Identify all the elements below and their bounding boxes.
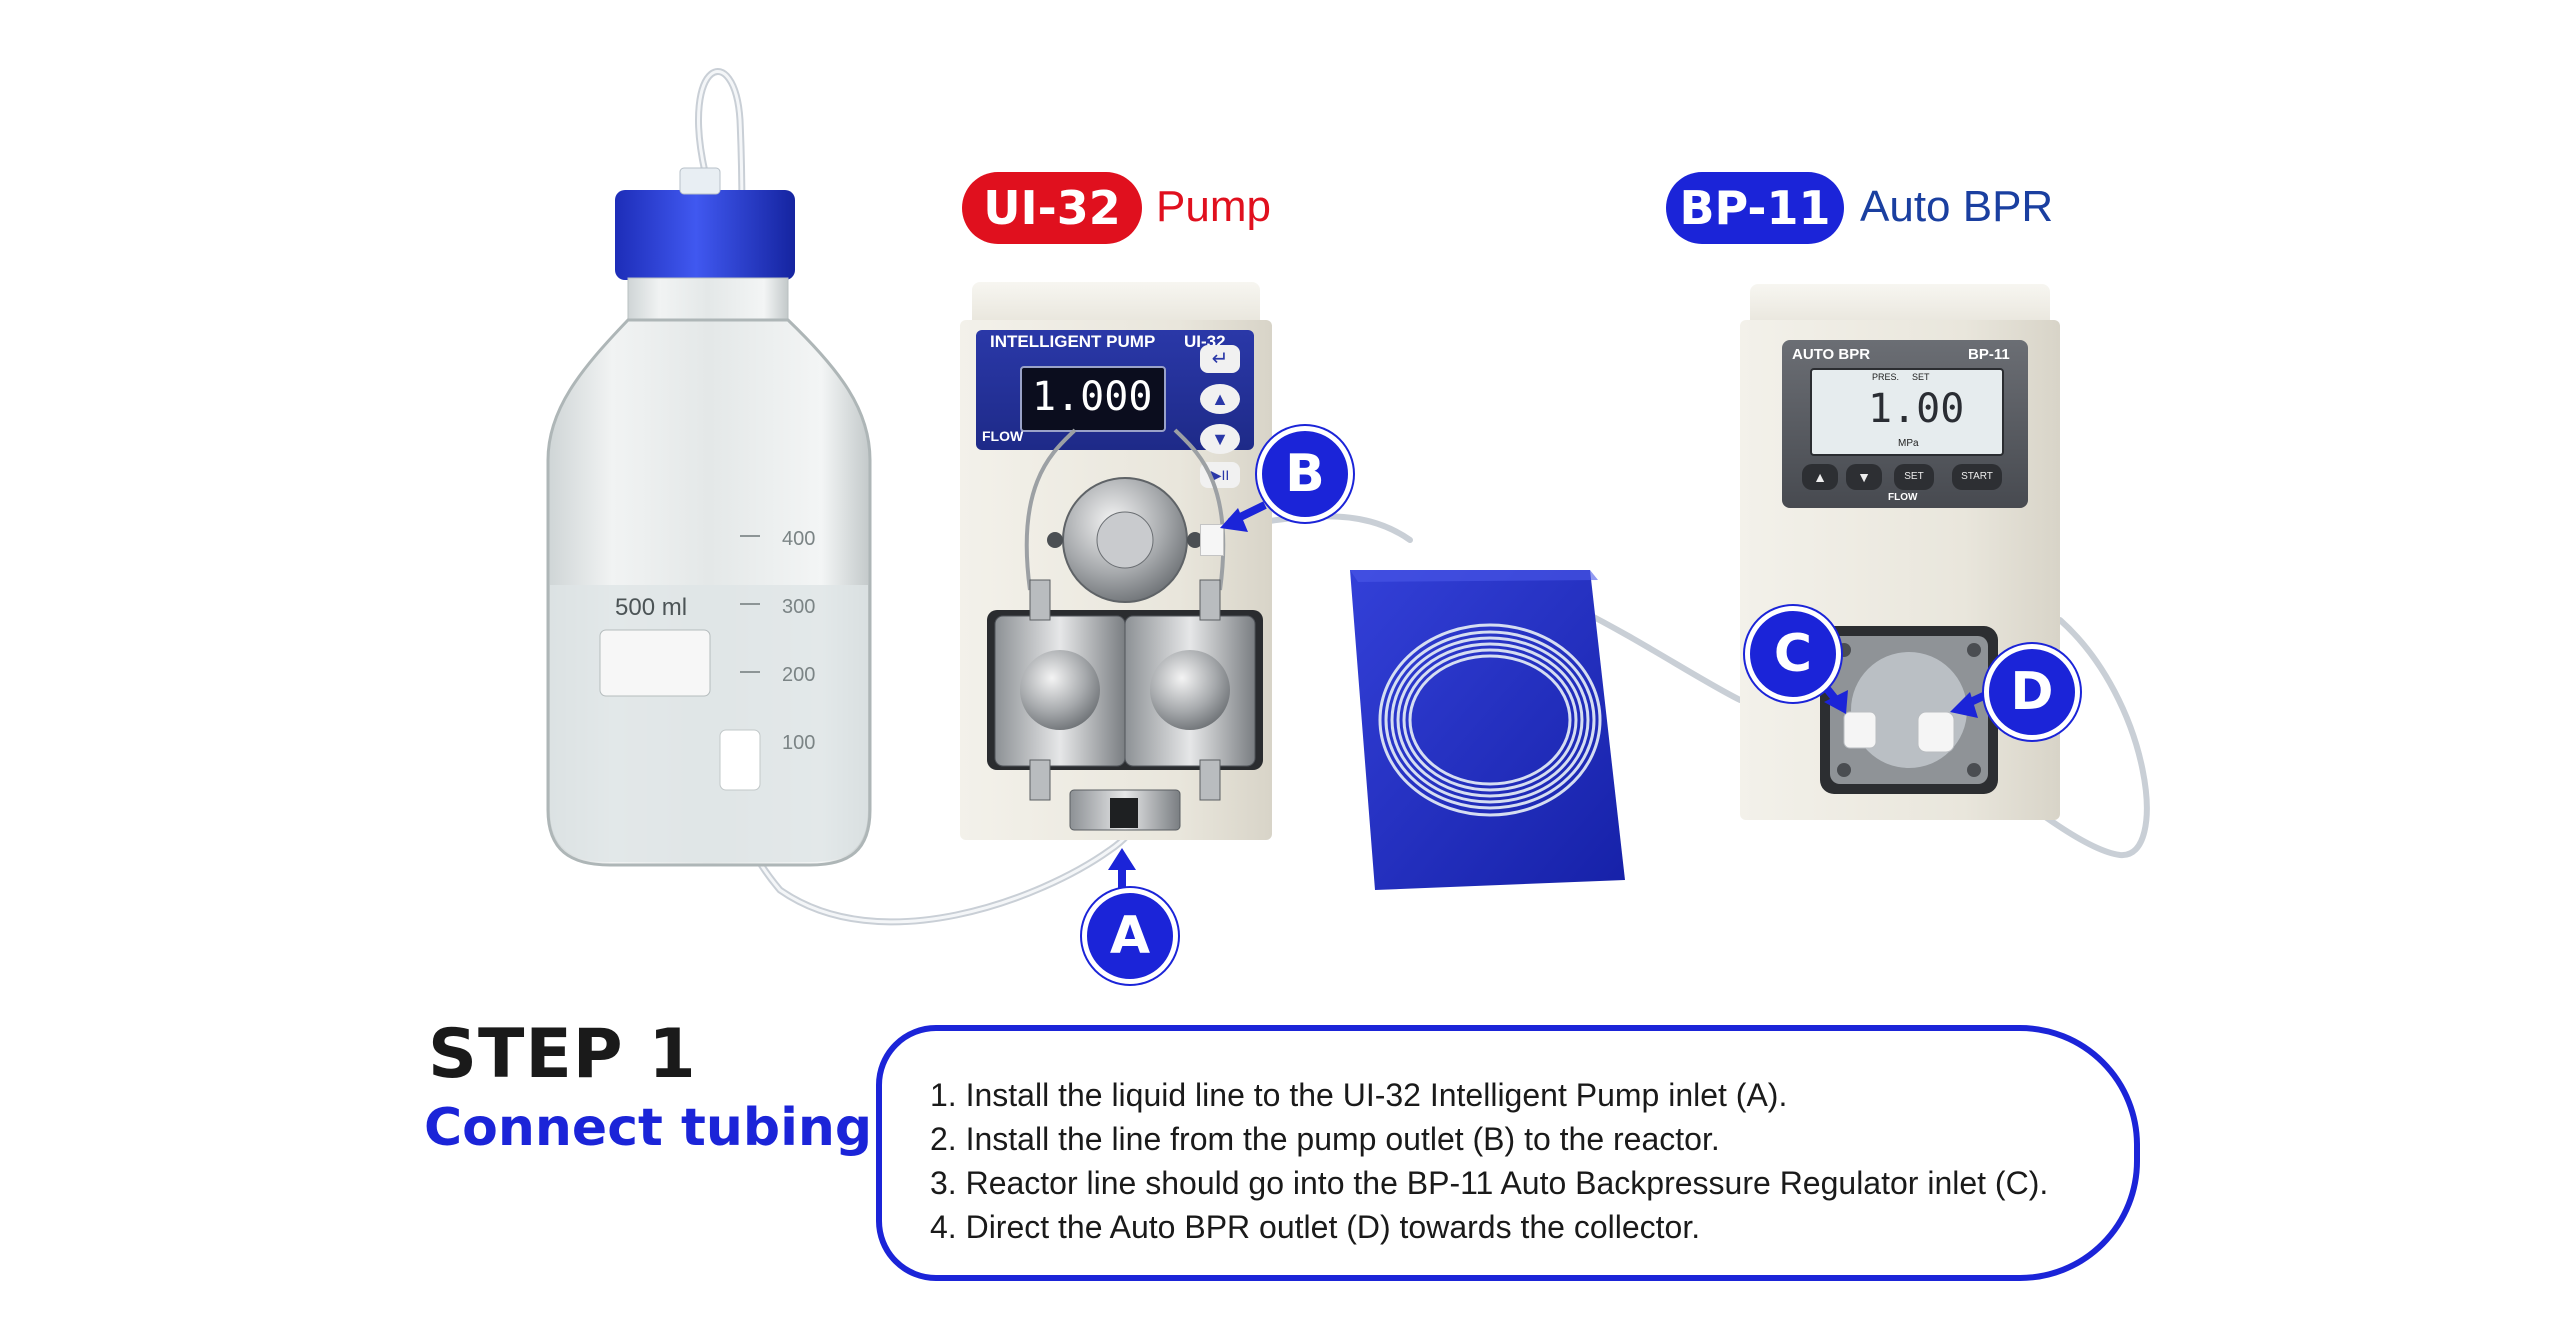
marker-d: D — [1984, 644, 2080, 740]
bottle-mark-100: 100 — [782, 732, 815, 754]
pump-panel-label: INTELLIGENT PUMP — [990, 332, 1156, 351]
bottle-mark-200: 200 — [782, 664, 815, 686]
pump-lcd: 1.000 — [1020, 366, 1166, 432]
bpr-up-button[interactable]: ▲ — [1802, 464, 1838, 490]
reactor-coil — [1350, 570, 1625, 890]
bpr-lcd-pres-label: PRES. — [1872, 372, 1900, 382]
instruction-item: 3. Reactor line should go into the BP-11… — [930, 1165, 2049, 1201]
pump-title: Pump — [1156, 182, 1271, 231]
instructions-list: 1. Install the liquid line to the UI-32 … — [930, 1073, 2048, 1249]
bpr-down-button[interactable]: ▼ — [1846, 464, 1882, 490]
solvent-bottle: 500 ml 400 300 200 100 — [546, 167, 872, 867]
bpr-panel-label: AUTO BPR — [1792, 346, 1871, 363]
bpr-valve-head — [1820, 626, 1998, 794]
instruction-item: 1. Install the liquid line to the UI-32 … — [930, 1077, 1788, 1113]
bpr-unit: MPa — [1898, 438, 1919, 449]
bottle-mark-300: 300 — [782, 596, 815, 618]
marker-b: B — [1257, 426, 1353, 522]
instruction-item: 4. Direct the Auto BPR outlet (D) toward… — [930, 1209, 1701, 1245]
bpr-display-value: 1.00 — [1868, 386, 1965, 432]
step-title: STEP 1 — [428, 1015, 697, 1094]
up-button[interactable]: ▲ — [1200, 384, 1240, 414]
enter-button[interactable]: ↵ — [1200, 345, 1240, 373]
step-subtitle: Connect tubing — [424, 1098, 873, 1158]
bpr-lcd-set-label: SET — [1912, 372, 1930, 382]
bottle-mark-400: 400 — [782, 528, 815, 550]
bpr-panel-model: BP-11 — [1968, 346, 2010, 363]
pump-display-value: 1.000 — [1032, 374, 1153, 420]
bottle-cap — [615, 190, 795, 280]
pump-brand: FLOW — [982, 428, 1024, 444]
bpr-brand: FLOW — [1888, 492, 1918, 503]
pump-head — [987, 428, 1263, 831]
marker-a: A — [1082, 888, 1178, 984]
bpr-start-button[interactable]: START — [1952, 464, 2002, 490]
bpr-model-pill: BP-11 — [1666, 172, 1844, 244]
bpr-title: Auto BPR — [1860, 182, 2054, 231]
down-button[interactable]: ▼ — [1200, 424, 1240, 454]
bpr-lcd: PRES. SET 1.00 MPa — [1810, 368, 2004, 456]
marker-c: C — [1745, 606, 1841, 702]
bpr-set-button[interactable]: SET — [1894, 464, 1934, 490]
pump-model-pill: UI-32 — [962, 172, 1142, 244]
bpr-control-panel: AUTO BPR BP-11 PRES. SET 1.00 MPa ▲ ▼ SE… — [1782, 340, 2028, 508]
instructions-box: 1. Install the liquid line to the UI-32 … — [876, 1025, 2140, 1281]
instruction-item: 2. Install the line from the pump outlet… — [930, 1121, 1720, 1157]
bottle-volume-label: 500 ml — [615, 594, 687, 621]
